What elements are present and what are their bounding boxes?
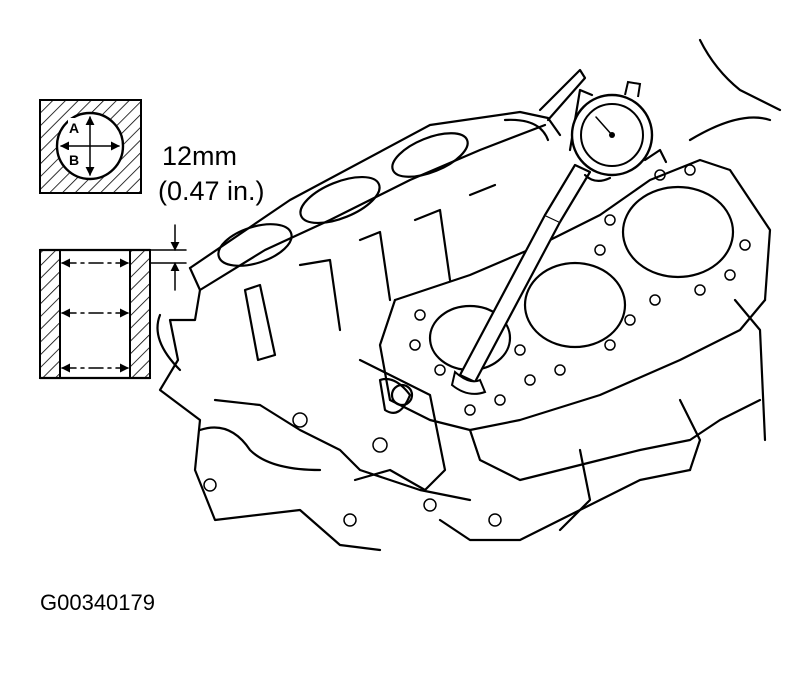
bore-top-view: A B	[39, 99, 142, 194]
measurement-mm: 12mm	[162, 141, 237, 171]
measurement-in: (0.47 in.)	[158, 176, 265, 206]
bore-section-view	[38, 224, 187, 380]
measurement-callout: 12mm (0.47 in.)	[158, 141, 265, 206]
label-point-b: B	[69, 152, 79, 168]
figure-code: G00340179	[40, 590, 155, 615]
bore-gauge-illustration	[450, 38, 782, 395]
label-point-a: A	[69, 120, 79, 136]
